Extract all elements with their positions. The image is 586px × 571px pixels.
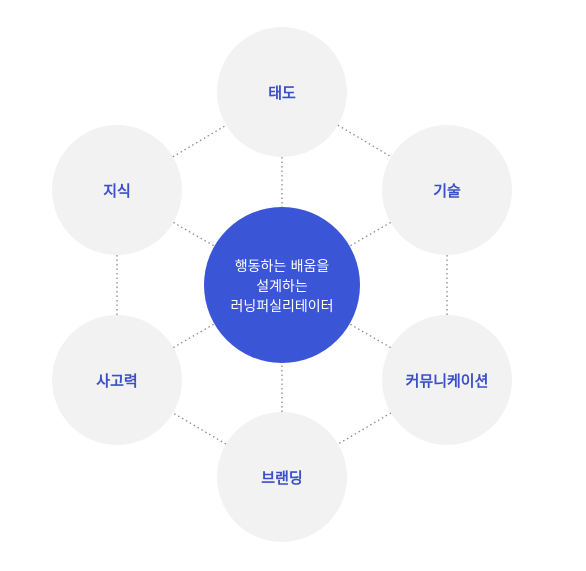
connector-spoke-2 (349, 323, 391, 349)
node-skill-label: 기술 (433, 182, 461, 200)
connector-edge-0 (337, 124, 392, 158)
connector-spoke-1 (349, 221, 391, 247)
connectors (116, 124, 448, 445)
node-communication-label: 커뮤니케이션 (406, 372, 489, 390)
node-thinking-label: 사고력 (96, 372, 137, 390)
center-line-2: 설계하는 (256, 279, 308, 295)
center-line-1: 행동하는 배움을 (235, 259, 330, 275)
node-attitude-label: 태도 (268, 84, 296, 102)
node-branding: 브랜딩 (217, 412, 347, 542)
connector-spoke-5 (173, 221, 215, 247)
node-communication-circle (382, 315, 512, 445)
node-skill: 기술 (382, 125, 512, 255)
center-circle (204, 207, 360, 363)
center-node: 행동하는 배움을 설계하는 러닝퍼실리테이터 (204, 207, 360, 363)
node-thinking: 사고력 (52, 315, 182, 445)
node-skill-circle (382, 125, 512, 255)
node-attitude: 태도 (217, 27, 347, 157)
node-knowledge-circle (52, 125, 182, 255)
connector-edge-2 (337, 412, 392, 445)
center-line-3: 러닝퍼실리테이터 (230, 299, 333, 315)
node-knowledge-label: 지식 (103, 182, 131, 200)
node-attitude-circle (217, 27, 347, 157)
node-thinking-circle (52, 315, 182, 445)
connector-edge-5 (172, 124, 227, 158)
node-knowledge: 지식 (52, 125, 182, 255)
node-communication: 커뮤니케이션 (382, 315, 512, 445)
node-branding-label: 브랜딩 (261, 469, 302, 487)
connector-edge-3 (172, 412, 227, 445)
connector-spoke-4 (173, 323, 215, 349)
node-branding-circle (217, 412, 347, 542)
